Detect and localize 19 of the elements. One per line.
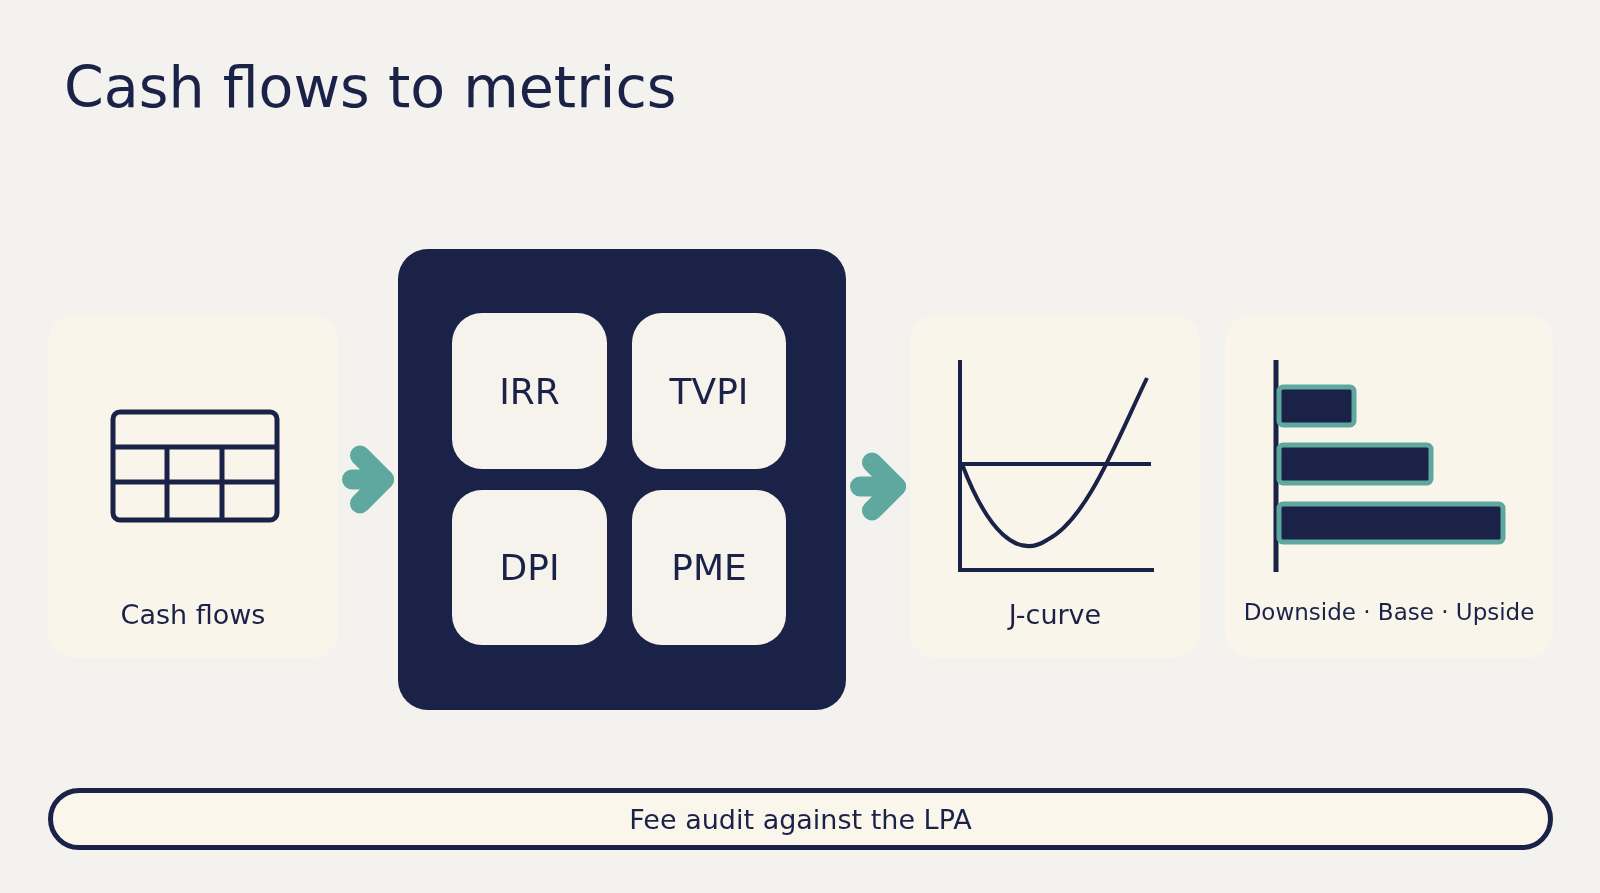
metric-label: TVPI [669,370,749,412]
card-caption: Downside · Base · Upside [1242,599,1536,625]
metric-tile [452,490,607,645]
metric-tile [632,490,786,645]
card-caption: J-curve [1006,599,1103,630]
metrics-panel [398,249,846,710]
card [1225,315,1553,658]
metric-tile [632,313,786,469]
metric-label: DPI [499,547,560,588]
card [910,315,1200,658]
card [48,315,338,658]
metric-label: IRR [499,370,560,412]
arrow [342,445,394,514]
title: Cash flows to metrics [64,54,677,120]
metric-tile [452,313,607,469]
arrow [850,452,906,521]
card-caption: Cash flows [119,599,267,630]
metric-label: PME [671,547,747,588]
banner-label: Fee audit against the LPA [629,803,972,835]
